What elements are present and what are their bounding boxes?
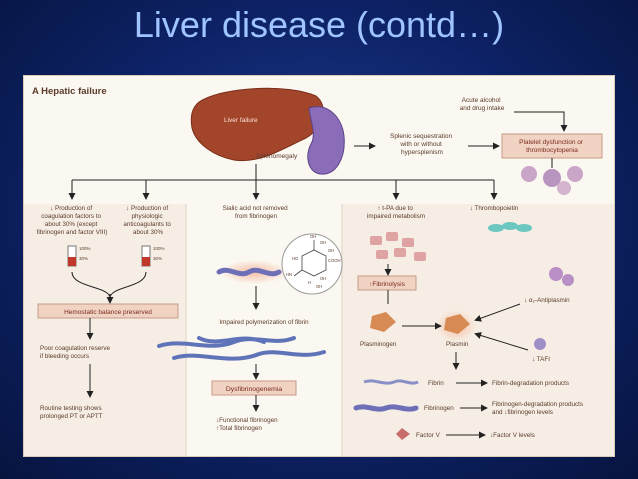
slide-title: Liver disease (contd…): [133, 4, 505, 45]
tafi-text: ↓ TAFI: [532, 356, 550, 363]
arrow-antiplasmin: [474, 303, 521, 322]
svg-text:↓Factor V levels: ↓Factor V levels: [490, 432, 535, 439]
impaired-polymerization-text: Impaired polymerization of fibrin: [219, 319, 309, 326]
tube-label-low: 30%: [79, 256, 88, 261]
arrow-alcohol-platelet: [514, 111, 568, 132]
svg-text:Fibrin-degradation products: Fibrin-degradation products: [492, 380, 569, 387]
panel-heading: A Hepatic failure: [32, 86, 107, 97]
tpa-cells-icon: [370, 232, 426, 261]
legend-fibrinogen: Fibrinogen Fibrinogen-degradation produc…: [353, 401, 585, 416]
hemostatic-box-text: Hemostatic balance preserved: [64, 309, 152, 316]
legend-factor-v: Factor V ↓Factor V levels: [396, 428, 535, 440]
sialic-molecule-icon: [293, 240, 327, 277]
liver-shape: [190, 87, 324, 162]
tube-label-low-2: 30%: [153, 256, 162, 261]
branch-lines: [72, 164, 494, 181]
thrombopoietin-text: ↓ Thrombopoietin: [470, 205, 519, 212]
legend-fibrin: Fibrin Fibrin-degradation products: [363, 379, 569, 387]
platelet-box: [501, 133, 603, 159]
molecule-circle: [281, 233, 343, 295]
arrow-tafi: [474, 332, 529, 351]
hepatic-failure-diagram: A Hepatic failure Liver failure Splenome…: [23, 75, 615, 457]
tpa-text: ↑ t-PA due to impaired metabolism: [367, 205, 425, 220]
dysfibrinogenemia-box-text: Dysfibrinogenemia: [226, 386, 283, 393]
sialic-text: Sialic acid not removed from fibrinogen: [223, 205, 290, 220]
dysfibrinogenemia-box: [211, 380, 297, 396]
splenic-text: Splenic sequestration with or without hy…: [390, 133, 454, 156]
svg-text:Fibrinogen-degradation product: Fibrinogen-degradation products and ↓fib…: [492, 401, 585, 416]
plasmin-icon: [444, 314, 470, 334]
tafi-icon: [534, 338, 546, 350]
fibrin-network-icon: [157, 336, 326, 361]
test-tube-icon: [67, 245, 151, 267]
routine-testing-text: Routine testing shows prolonged PT or AP…: [40, 405, 103, 420]
tube-label-high-2: 100%: [153, 246, 165, 251]
merge-arrows: [71, 271, 147, 299]
fibrinolysis-box-text: ↑Fibrinolysis: [369, 281, 406, 288]
liver-label: Liver failure: [224, 117, 258, 124]
poor-reserve-text: Poor coagulation reserve if bleeding occ…: [40, 345, 112, 360]
molecule-atoms: OH OH OH HO COOH OH HN H OH: [286, 234, 342, 289]
antiplasmin-icon: [549, 267, 574, 286]
plasmin-text: Plasmin: [446, 341, 469, 348]
diagram-canvas: A Hepatic failure Liver failure Splenome…: [24, 86, 614, 456]
svg-text:Fibrin: Fibrin: [428, 380, 444, 387]
platelet-cells-icon: [521, 166, 583, 195]
spleen-shape: [307, 106, 345, 175]
hemostatic-box: [37, 303, 179, 319]
plasminogen-icon: [370, 312, 396, 332]
alcohol-text: Acute alcohol and drug intake: [460, 97, 505, 112]
antiplasmin-text: ↓ α₂-Antiplasmin: [524, 297, 570, 304]
functional-fibrinogen-text: ↓Functional fibrinogen ↑Total fibrinogen: [216, 417, 279, 432]
svg-text:Factor V: Factor V: [416, 432, 441, 439]
platelet-box-text: Platelet dysfunction or thrombocytopenia: [519, 139, 585, 154]
tube-label-high: 100%: [79, 246, 91, 251]
fibrinogen-strand-icon: [216, 267, 282, 277]
col-bg-1: [24, 204, 186, 456]
physio-text: ↓ Production of physiologic anticoagulan…: [123, 205, 172, 236]
coag-text: ↓ Production of coagulation factors to a…: [37, 205, 108, 236]
fibrinolysis-box: [357, 275, 417, 291]
thrombopoietin-icon: [488, 222, 532, 232]
splenomegaly-label: Splenomegaly: [256, 153, 298, 160]
svg-text:Fibrinogen: Fibrinogen: [424, 405, 454, 412]
col-bg-3: [342, 204, 614, 456]
plasminogen-text: Plasminogen: [360, 341, 397, 348]
